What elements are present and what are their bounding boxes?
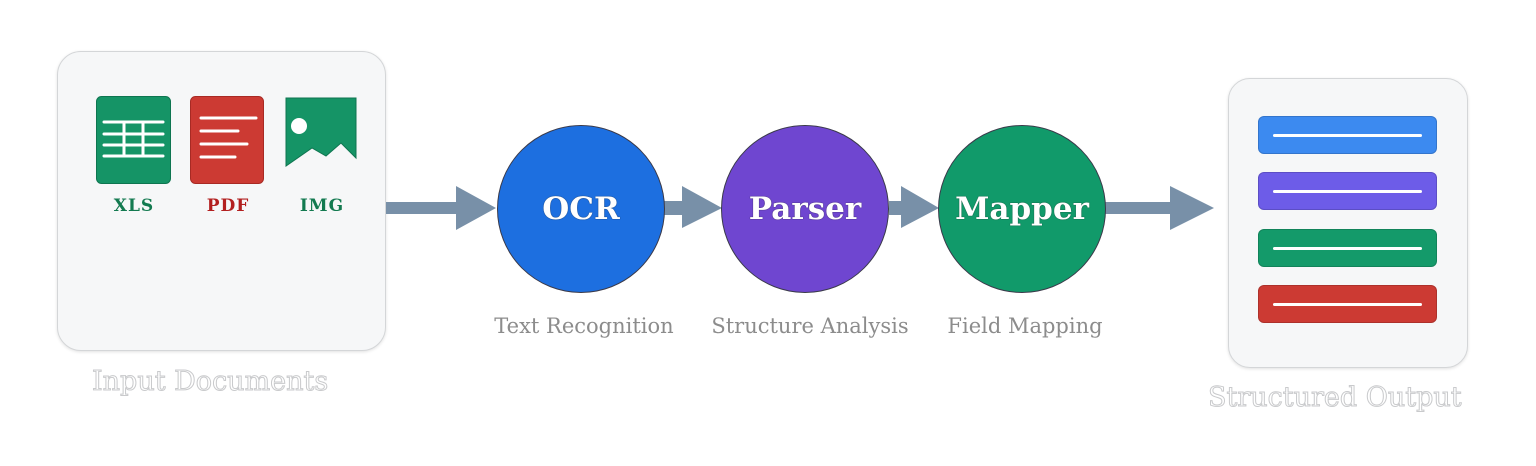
output-field-bar	[1258, 229, 1437, 267]
field-line	[1273, 134, 1422, 137]
arrow-input-to-ocr	[386, 186, 496, 230]
pdf-document-icon	[190, 96, 264, 184]
output-field-bar	[1258, 116, 1437, 154]
ocr-step-circle: OCR	[497, 125, 665, 293]
ocr-step-name: OCR	[542, 191, 620, 227]
pdf-label: PDF	[206, 196, 250, 216]
field-line	[1273, 303, 1422, 306]
parser-step-name: Parser	[748, 191, 862, 227]
parser-step-description: Structure Analysis	[711, 314, 909, 338]
structured-output-label: Structured Output	[1208, 382, 1463, 414]
img-label: IMG	[299, 196, 345, 216]
image-icon	[285, 97, 357, 167]
arrow-parser-to-mapper	[889, 186, 939, 228]
output-field-bar	[1258, 285, 1437, 323]
field-line	[1273, 190, 1422, 193]
mapper-step-name: Mapper	[955, 191, 1089, 227]
arrow-mapper-to-output	[1104, 186, 1214, 230]
mapper-step-description: Field Mapping	[947, 314, 1103, 338]
parser-step-circle: Parser	[721, 125, 889, 293]
input-documents-label: Input Documents	[91, 366, 329, 398]
arrow-ocr-to-parser	[664, 186, 722, 228]
spreadsheet-icon	[96, 96, 171, 184]
ocr-step-description: Text Recognition	[494, 314, 674, 338]
output-field-bar	[1258, 172, 1437, 210]
field-line	[1273, 247, 1422, 250]
mapper-step-circle: Mapper	[938, 125, 1106, 293]
xls-label: XLS	[113, 196, 155, 216]
